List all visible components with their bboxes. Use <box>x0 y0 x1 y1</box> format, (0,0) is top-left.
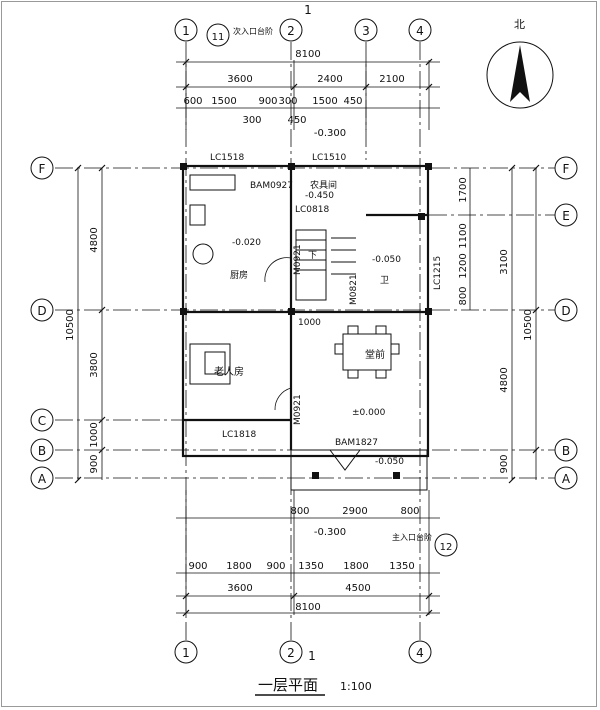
grid-row-a-right: A <box>562 472 571 486</box>
section-mark-bottom: 1 <box>308 649 316 663</box>
dim-top-s1: 450 <box>287 115 306 126</box>
dim-left-900: 900 <box>89 454 100 473</box>
grid-row-d-right: D <box>561 304 570 318</box>
dim-left-1000: 1000 <box>89 422 100 447</box>
room-hall: 堂前 <box>365 348 385 361</box>
elev-storage: -0.450 <box>305 191 334 201</box>
dim-bot-total: 8100 <box>295 602 320 613</box>
dim-right-1100: 1100 <box>458 223 469 248</box>
elev-bath: -0.050 <box>372 255 401 265</box>
opening-lc1518: LC1518 <box>210 153 244 163</box>
dim-bot-4500: 4500 <box>345 583 370 594</box>
opening-bam0927: BAM0927 <box>250 181 293 191</box>
entry-label: 主入口台阶 <box>392 532 432 542</box>
dim-top-2400: 2400 <box>317 74 342 85</box>
dim-right-3100: 3100 <box>499 249 510 274</box>
grid-row-c-left: C <box>38 414 46 428</box>
grid-row-b-right: B <box>562 444 570 458</box>
dim-right-4800: 4800 <box>499 367 510 392</box>
dim-right-900: 900 <box>499 454 510 473</box>
elev-bottom-step: -0.300 <box>314 527 346 538</box>
dim-top-d3: 300 <box>278 96 297 107</box>
drawing-title: 一层平面 <box>258 676 318 694</box>
grid-row-e-right: E <box>562 209 570 223</box>
grid-row-f-right: F <box>563 162 570 176</box>
opening-m0921-a: M0921 <box>293 244 303 275</box>
elev-kitchen: -0.020 <box>232 238 261 248</box>
opening-lc1510: LC1510 <box>312 153 346 163</box>
dim-top-total: 8100 <box>295 49 320 60</box>
dim-right-1700: 1700 <box>458 177 469 202</box>
dim-right-1200: 1200 <box>458 253 469 278</box>
dim-top-3600: 3600 <box>227 74 252 85</box>
opening-lc0818: LC0818 <box>295 205 329 215</box>
dim-entry-2: 800 <box>400 506 419 517</box>
north-label: 北 <box>514 18 525 31</box>
opening-m0921-b: M0921 <box>293 394 303 425</box>
dim-right-800: 800 <box>458 286 469 305</box>
grid-row-d-left: D <box>37 304 46 318</box>
dim-entry-1: 2900 <box>342 506 367 517</box>
dim-bot-d3: 1350 <box>298 561 323 572</box>
north-arrow: 北 <box>486 18 554 109</box>
dim-left-total: 10500 <box>65 309 76 341</box>
elev-floor: ±0.000 <box>352 408 386 418</box>
opening-m0821: M0821 <box>349 274 359 305</box>
dim-top-2100: 2100 <box>379 74 404 85</box>
grid-col-1-bottom: 1 <box>182 646 190 660</box>
dim-top-d5: 450 <box>343 96 362 107</box>
dim-right-total: 10500 <box>523 309 534 341</box>
dim-bot-d2: 900 <box>266 561 285 572</box>
sub-entry-note: 次入口台阶 <box>233 26 273 36</box>
dim-1000-inner: 1000 <box>298 318 321 328</box>
elev-top-step: -0.300 <box>314 128 346 139</box>
drawing-scale: 1:100 <box>340 680 372 693</box>
elev-porch: -0.050 <box>375 457 404 467</box>
dim-top-d1: 1500 <box>211 96 236 107</box>
grid-col-1-top: 1 <box>182 24 190 38</box>
room-wc: 卫 <box>380 276 389 286</box>
dim-top-d2: 900 <box>258 96 277 107</box>
grid-row-b-left: B <box>38 444 46 458</box>
grid-row-f-left: F <box>39 162 46 176</box>
dim-bot-d4: 1800 <box>343 561 368 572</box>
dim-top-d0: 600 <box>183 96 202 107</box>
dim-top-s0: 300 <box>242 115 261 126</box>
dim-top-d4: 1500 <box>312 96 337 107</box>
dim-entry-0: 800 <box>290 506 309 517</box>
stair-down: 下 <box>308 251 317 261</box>
grid-sub-ref: 11 <box>212 32 225 43</box>
section-mark-top: 1 <box>304 3 312 17</box>
grid-row-a-left: A <box>38 472 47 486</box>
grid-col-3-top: 3 <box>362 24 370 38</box>
dim-bot-d5: 1350 <box>389 561 414 572</box>
grid-col-2-top: 2 <box>287 24 295 38</box>
entry-ref: 12 <box>440 542 453 553</box>
dim-bot-d1: 1800 <box>226 561 251 572</box>
grid-col-2-bottom: 2 <box>287 646 295 660</box>
opening-bam1827: BAM1827 <box>335 438 378 448</box>
opening-lc1818: LC1818 <box>222 430 256 440</box>
dim-left-4800: 4800 <box>89 227 100 252</box>
room-storage: 农具间 <box>310 179 337 191</box>
dim-bot-3600: 3600 <box>227 583 252 594</box>
dim-left-3800: 3800 <box>89 352 100 377</box>
grid-col-4-top: 4 <box>416 24 424 38</box>
dim-bot-d0: 900 <box>188 561 207 572</box>
grid-col-4-bottom: 4 <box>416 646 424 660</box>
room-bedroom: 老人房 <box>214 365 244 378</box>
room-kitchen: 厨房 <box>230 269 248 281</box>
opening-lc1215: LC1215 <box>433 256 443 290</box>
